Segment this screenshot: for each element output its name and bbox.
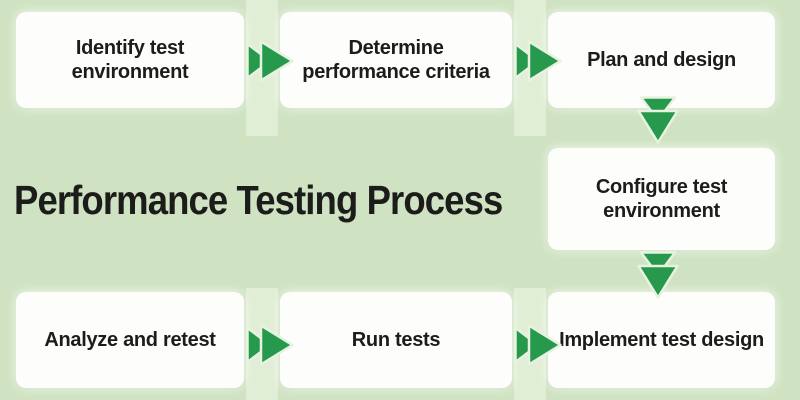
step-label: Plan and design (587, 48, 736, 71)
step-box-configure-test-environment: Configure test environment (548, 148, 775, 250)
step-box-determine-performance-criteria: Determine performance criteria (280, 12, 512, 108)
diagram-title: Performance Testing Process (14, 176, 503, 223)
double-chevron-right-icon (514, 40, 562, 82)
double-chevron-right-icon (246, 40, 294, 82)
double-chevron-down-icon (637, 251, 679, 299)
step-label: Run tests (351, 328, 441, 351)
step-box-identify-test-environment: Identify test environment (16, 12, 244, 108)
step-box-run-tests: Run tests (280, 292, 512, 388)
step-label: Identify test environment (71, 36, 189, 83)
double-chevron-right-icon (514, 324, 562, 366)
step-box-plan-and-design: Plan and design (548, 12, 775, 108)
step-label: Determine performance criteria (302, 36, 490, 83)
step-box-implement-test-design: Implement test design (548, 292, 775, 388)
step-box-analyze-and-retest: Analyze and retest (16, 292, 244, 388)
step-label: Configure test environment (595, 175, 728, 222)
double-chevron-down-icon (637, 96, 679, 144)
step-label: Implement test design (559, 328, 764, 351)
double-chevron-right-icon (246, 324, 294, 366)
step-label: Analyze and retest (44, 328, 216, 351)
